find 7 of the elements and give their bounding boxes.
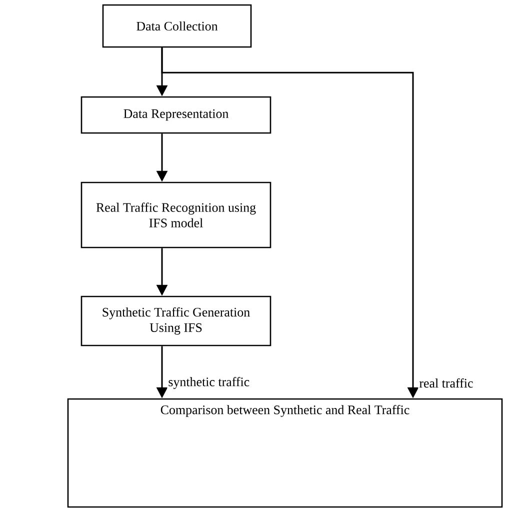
edge-label: synthetic traffic [167, 376, 251, 390]
process-box: Data Representation [80, 96, 272, 134]
process-box: Synthetic Traffic Generation Using IFS [80, 296, 272, 346]
process-box: Real Traffic Recognition using IFS model [80, 182, 272, 248]
edge-label: real traffic [418, 377, 474, 389]
process-box: Comparison between Synthetic and Real Traffic [67, 398, 503, 508]
process-box: Data Collection [102, 4, 252, 48]
